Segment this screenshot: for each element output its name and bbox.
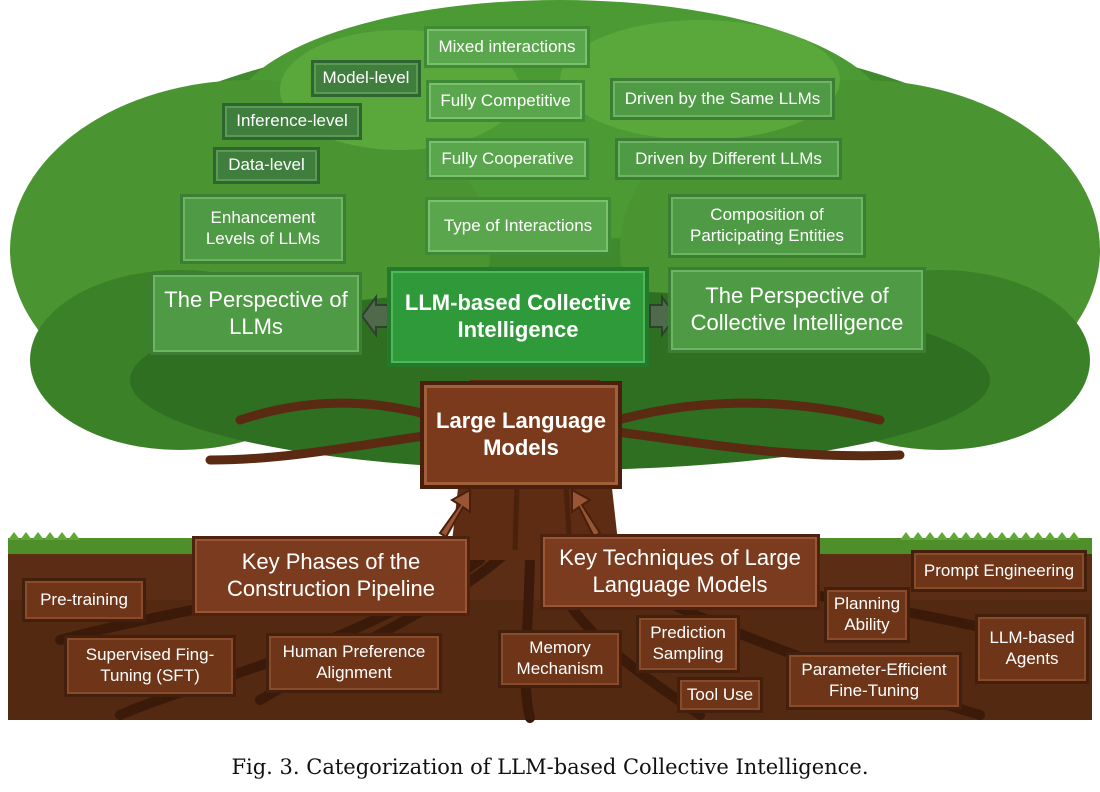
technique-prediction-sampling: Prediction Sampling — [636, 615, 740, 673]
left-perspective-node: The Perspective of LLMs — [150, 272, 362, 355]
technique-peft: Parameter-Efficient Fine-Tuning — [786, 652, 962, 710]
technique-tool-use: Tool Use — [677, 677, 763, 713]
arrow-left-up — [438, 488, 471, 539]
technique-memory: Memory Mechanism — [498, 630, 622, 688]
key-techniques-node: Key Techniques of Large Language Models — [540, 534, 820, 610]
grass-blades — [8, 532, 1080, 540]
enhancement-levels-node: Enhancement Levels of LLMs — [180, 194, 346, 264]
composition-same-llms: Driven by the Same LLMs — [610, 78, 835, 120]
technique-prompt-engineering: Prompt Engineering — [911, 550, 1087, 592]
technique-planning: Planning Ability — [824, 587, 910, 643]
type-of-interactions-node: Type of Interactions — [425, 197, 611, 255]
interaction-fully-cooperative: Fully Cooperative — [426, 138, 589, 180]
phase-sft: Supervised Fing-Tuning (SFT) — [64, 635, 236, 697]
left-item-data-level: Data-level — [213, 147, 320, 184]
construction-pipeline-node: Key Phases of the Construction Pipeline — [192, 536, 470, 616]
phase-human-preference: Human Preference Alignment — [266, 633, 442, 693]
arrow-right-up — [571, 488, 602, 539]
right-perspective-node: The Perspective of Collective Intelligen… — [668, 267, 926, 353]
trunk-node: Large Language Models — [420, 381, 622, 489]
interaction-mixed: Mixed interactions — [424, 26, 590, 68]
interaction-fully-competitive: Fully Competitive — [426, 80, 585, 122]
figure-caption: Fig. 3. Categorization of LLM-based Coll… — [231, 755, 869, 779]
composition-different-llms: Driven by Different LLMs — [615, 138, 842, 180]
core-node: LLM-based Collective Intelligence — [387, 267, 649, 367]
arrow-core-left — [360, 293, 389, 339]
left-item-inference-level: Inference-level — [222, 103, 362, 140]
arrows — [360, 293, 678, 539]
phase-pre-training: Pre-training — [22, 578, 146, 622]
composition-node: Composition of Participating Entities — [668, 194, 866, 258]
left-item-model-level: Model-level — [311, 60, 421, 97]
technique-llm-agents: LLM-based Agents — [975, 614, 1089, 684]
